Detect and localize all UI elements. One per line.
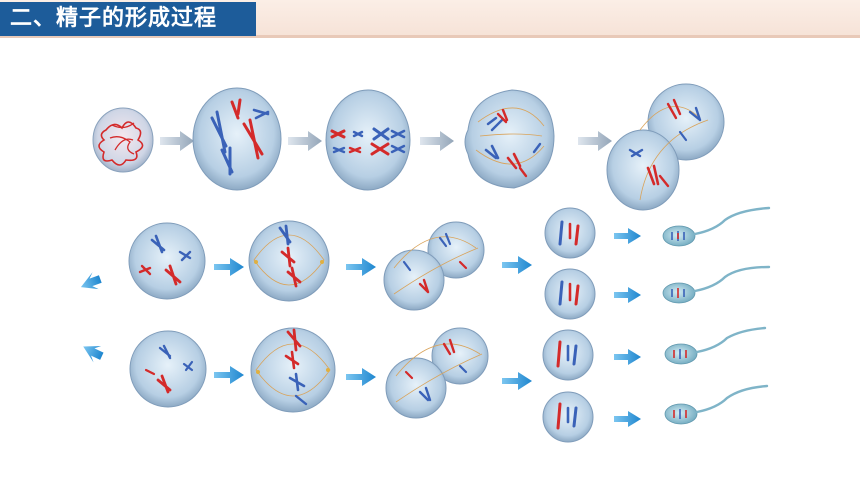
right-arrow-icon: [502, 256, 532, 274]
cell-metaphase-2-bottom: [250, 327, 336, 413]
right-arrow-icon: [288, 131, 322, 151]
right-arrow-icon: [160, 131, 194, 151]
sperm-icon: [664, 326, 767, 365]
right-arrow-icon: [80, 272, 102, 290]
spermatid-3: [542, 329, 594, 381]
right-arrow-icon: [614, 349, 641, 365]
cell-metaphase-2-top: [248, 220, 330, 302]
right-arrow-icon: [614, 287, 641, 303]
page-title: 二、精子的形成过程: [0, 2, 256, 36]
cell-anaphase-1: [464, 89, 555, 189]
right-arrow-icon: [614, 228, 641, 244]
right-arrow-icon: [502, 372, 532, 390]
cell-metaphase-1: [325, 89, 411, 191]
right-arrow-icon: [214, 366, 244, 384]
right-arrow-icon: [83, 346, 104, 363]
right-arrow-icon: [214, 258, 244, 276]
cell-prophase-1: [192, 87, 282, 191]
spermatid-4: [542, 391, 594, 443]
cell-telophase-2-bottom: [385, 327, 489, 419]
spermatid-1: [544, 207, 596, 259]
sperm-icon: [662, 265, 771, 304]
right-arrow-icon: [614, 411, 641, 427]
cell-secondary-prophase-2-top: [128, 222, 206, 300]
sperm-icon: [662, 206, 771, 247]
right-arrow-icon: [346, 258, 376, 276]
cell-telophase-2-top: [383, 221, 485, 311]
right-arrow-icon: [578, 131, 612, 151]
right-arrow-icon: [346, 368, 376, 386]
spermatid-2: [544, 268, 596, 320]
cell-secondary-prophase-2-bottom: [129, 330, 207, 408]
sperm-icon: [664, 384, 769, 425]
cell-primary-interphase: [92, 107, 154, 173]
cell-telophase-1: [606, 83, 725, 211]
right-arrow-icon: [420, 131, 454, 151]
